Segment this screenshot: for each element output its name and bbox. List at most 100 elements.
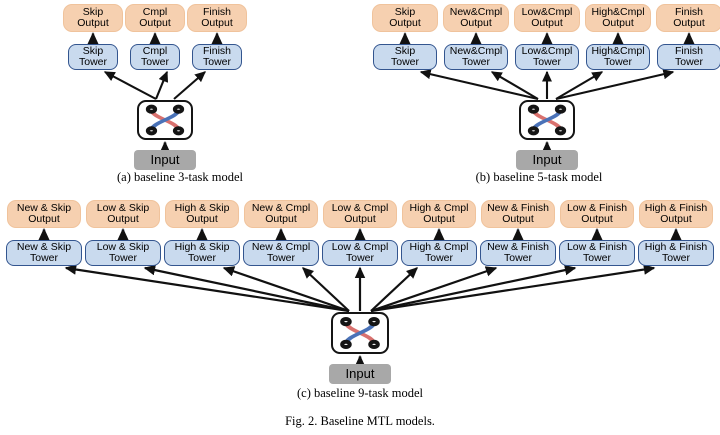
tower-box-a-0-line2: Tower bbox=[78, 56, 107, 68]
input-box-label-a: Input bbox=[150, 152, 180, 168]
output-box-b-4-line1: Finish bbox=[674, 6, 703, 19]
output-box-b-2-line1: Low&Cmpl bbox=[521, 6, 573, 19]
output-box-b-1-line1: New&Cmpl bbox=[449, 6, 503, 19]
expert-node-1 bbox=[148, 107, 155, 112]
tower-box-c-5-line1: High & Cmpl bbox=[409, 241, 469, 254]
tower-box-c-0-line2: Tower bbox=[29, 252, 58, 264]
arrow-shared-to-tower-c-2 bbox=[222, 266, 350, 313]
output-box-b-0-line1: Skip bbox=[394, 6, 416, 19]
output-box-c-5-line1: High & Cmpl bbox=[409, 202, 469, 215]
output-box-a-0-line1: Skip bbox=[82, 6, 104, 19]
tower-box-c-5-line2: Tower bbox=[424, 252, 453, 264]
output-box-c-1-line2: Output bbox=[107, 213, 139, 225]
output-box-b-3-line1: High&Cmpl bbox=[591, 6, 645, 19]
output-box-c-2-line2: Output bbox=[186, 213, 218, 225]
arrow-shared-to-tower-c-5 bbox=[370, 267, 418, 312]
tower-box-b-3-line1: High&Cmpl bbox=[591, 45, 645, 58]
arrow-shared-to-tower-c-7 bbox=[370, 264, 577, 313]
arrow-shared-to-tower-b-1 bbox=[490, 71, 539, 100]
input-box-label-b: Input bbox=[532, 152, 562, 168]
arrow-shared-to-tower-c-1 bbox=[143, 264, 350, 313]
tower-box-c-4-line2: Tower bbox=[345, 252, 374, 264]
tower-box-c-2-line1: High & Skip bbox=[174, 241, 230, 254]
tower-box-a-1-line1: Cmpl bbox=[142, 45, 168, 58]
output-box-b-4-line2: Output bbox=[673, 17, 705, 29]
arrow-shared-to-tower-a-0 bbox=[103, 71, 157, 100]
arrow-shared-to-tower-c-6 bbox=[370, 266, 498, 313]
expert-node-4 bbox=[370, 342, 378, 347]
expert-node-4 bbox=[557, 128, 564, 133]
tower-box-c-7-line2: Tower bbox=[582, 252, 611, 264]
output-box-b-2-line2: Output bbox=[531, 17, 563, 29]
expert-crossing-graphic-c bbox=[333, 314, 387, 352]
tower-box-c-3-line2: Tower bbox=[266, 252, 295, 264]
expert-node-2 bbox=[175, 107, 182, 112]
tower-box-b-2-line1: Low&Cmpl bbox=[521, 45, 573, 58]
panel-caption-c: (c) baseline 9-task model bbox=[297, 386, 423, 400]
output-box-c-4-line1: Low & Cmpl bbox=[331, 202, 389, 215]
output-box-a-1-line1: Cmpl bbox=[142, 6, 168, 19]
output-box-c-4-line2: Output bbox=[344, 213, 376, 225]
input-box-label-c: Input bbox=[345, 366, 375, 382]
output-box-c-6-line2: Output bbox=[502, 213, 534, 225]
arrow-shared-to-tower-b-4 bbox=[555, 69, 675, 101]
tower-box-b-2-line2: Tower bbox=[532, 56, 561, 68]
panel-caption-b: (b) baseline 5-task model bbox=[475, 170, 603, 184]
output-box-a-2-line2: Output bbox=[201, 17, 233, 29]
arrow-shared-to-tower-a-2 bbox=[173, 71, 206, 100]
input-box-a: Input bbox=[134, 150, 196, 170]
arrow-shared-to-tower-b-3 bbox=[555, 71, 604, 100]
tower-box-c-1-line2: Tower bbox=[108, 252, 137, 264]
input-box-b: Input bbox=[516, 150, 578, 170]
expert-crossing-graphic-b bbox=[521, 102, 573, 138]
output-box-b-0-line2: Output bbox=[389, 17, 421, 29]
output-box-b-1-line2: Output bbox=[460, 17, 492, 29]
output-box-c-5-line2: Output bbox=[423, 213, 455, 225]
output-box-c-8-line2: Output bbox=[660, 213, 692, 225]
tower-box-c-1-line1: Low & Skip bbox=[96, 241, 150, 254]
expert-node-2 bbox=[370, 319, 378, 324]
expert-node-1 bbox=[530, 107, 537, 112]
tower-box-b-3-line2: Tower bbox=[603, 56, 632, 68]
tower-box-a-2-line2: Tower bbox=[202, 56, 231, 68]
shared-bottom-block-b bbox=[519, 100, 575, 140]
tower-box-a-1-line2: Tower bbox=[140, 56, 169, 68]
expert-node-2 bbox=[557, 107, 564, 112]
tower-box-c-8-line2: Tower bbox=[661, 252, 690, 264]
tower-box-c-6-line1: New & Finish bbox=[487, 241, 549, 254]
figure-caption: Fig. 2. Baseline MTL models. bbox=[285, 414, 435, 428]
output-box-c-0-line2: Output bbox=[28, 213, 60, 225]
arrow-shared-to-tower-a-1 bbox=[155, 70, 169, 100]
tower-box-c-0-line1: New & Skip bbox=[16, 241, 72, 254]
tower-box-b-4-line1: Finish bbox=[674, 45, 703, 58]
arrow-shared-to-tower-c-3 bbox=[302, 267, 350, 312]
output-box-c-3-line1: New & Cmpl bbox=[251, 202, 311, 215]
tower-box-b-0-line2: Tower bbox=[390, 56, 419, 68]
tower-box-c-4-line1: Low & Cmpl bbox=[331, 241, 389, 254]
expert-node-4 bbox=[175, 128, 182, 133]
output-box-a-1-line2: Output bbox=[139, 17, 171, 29]
